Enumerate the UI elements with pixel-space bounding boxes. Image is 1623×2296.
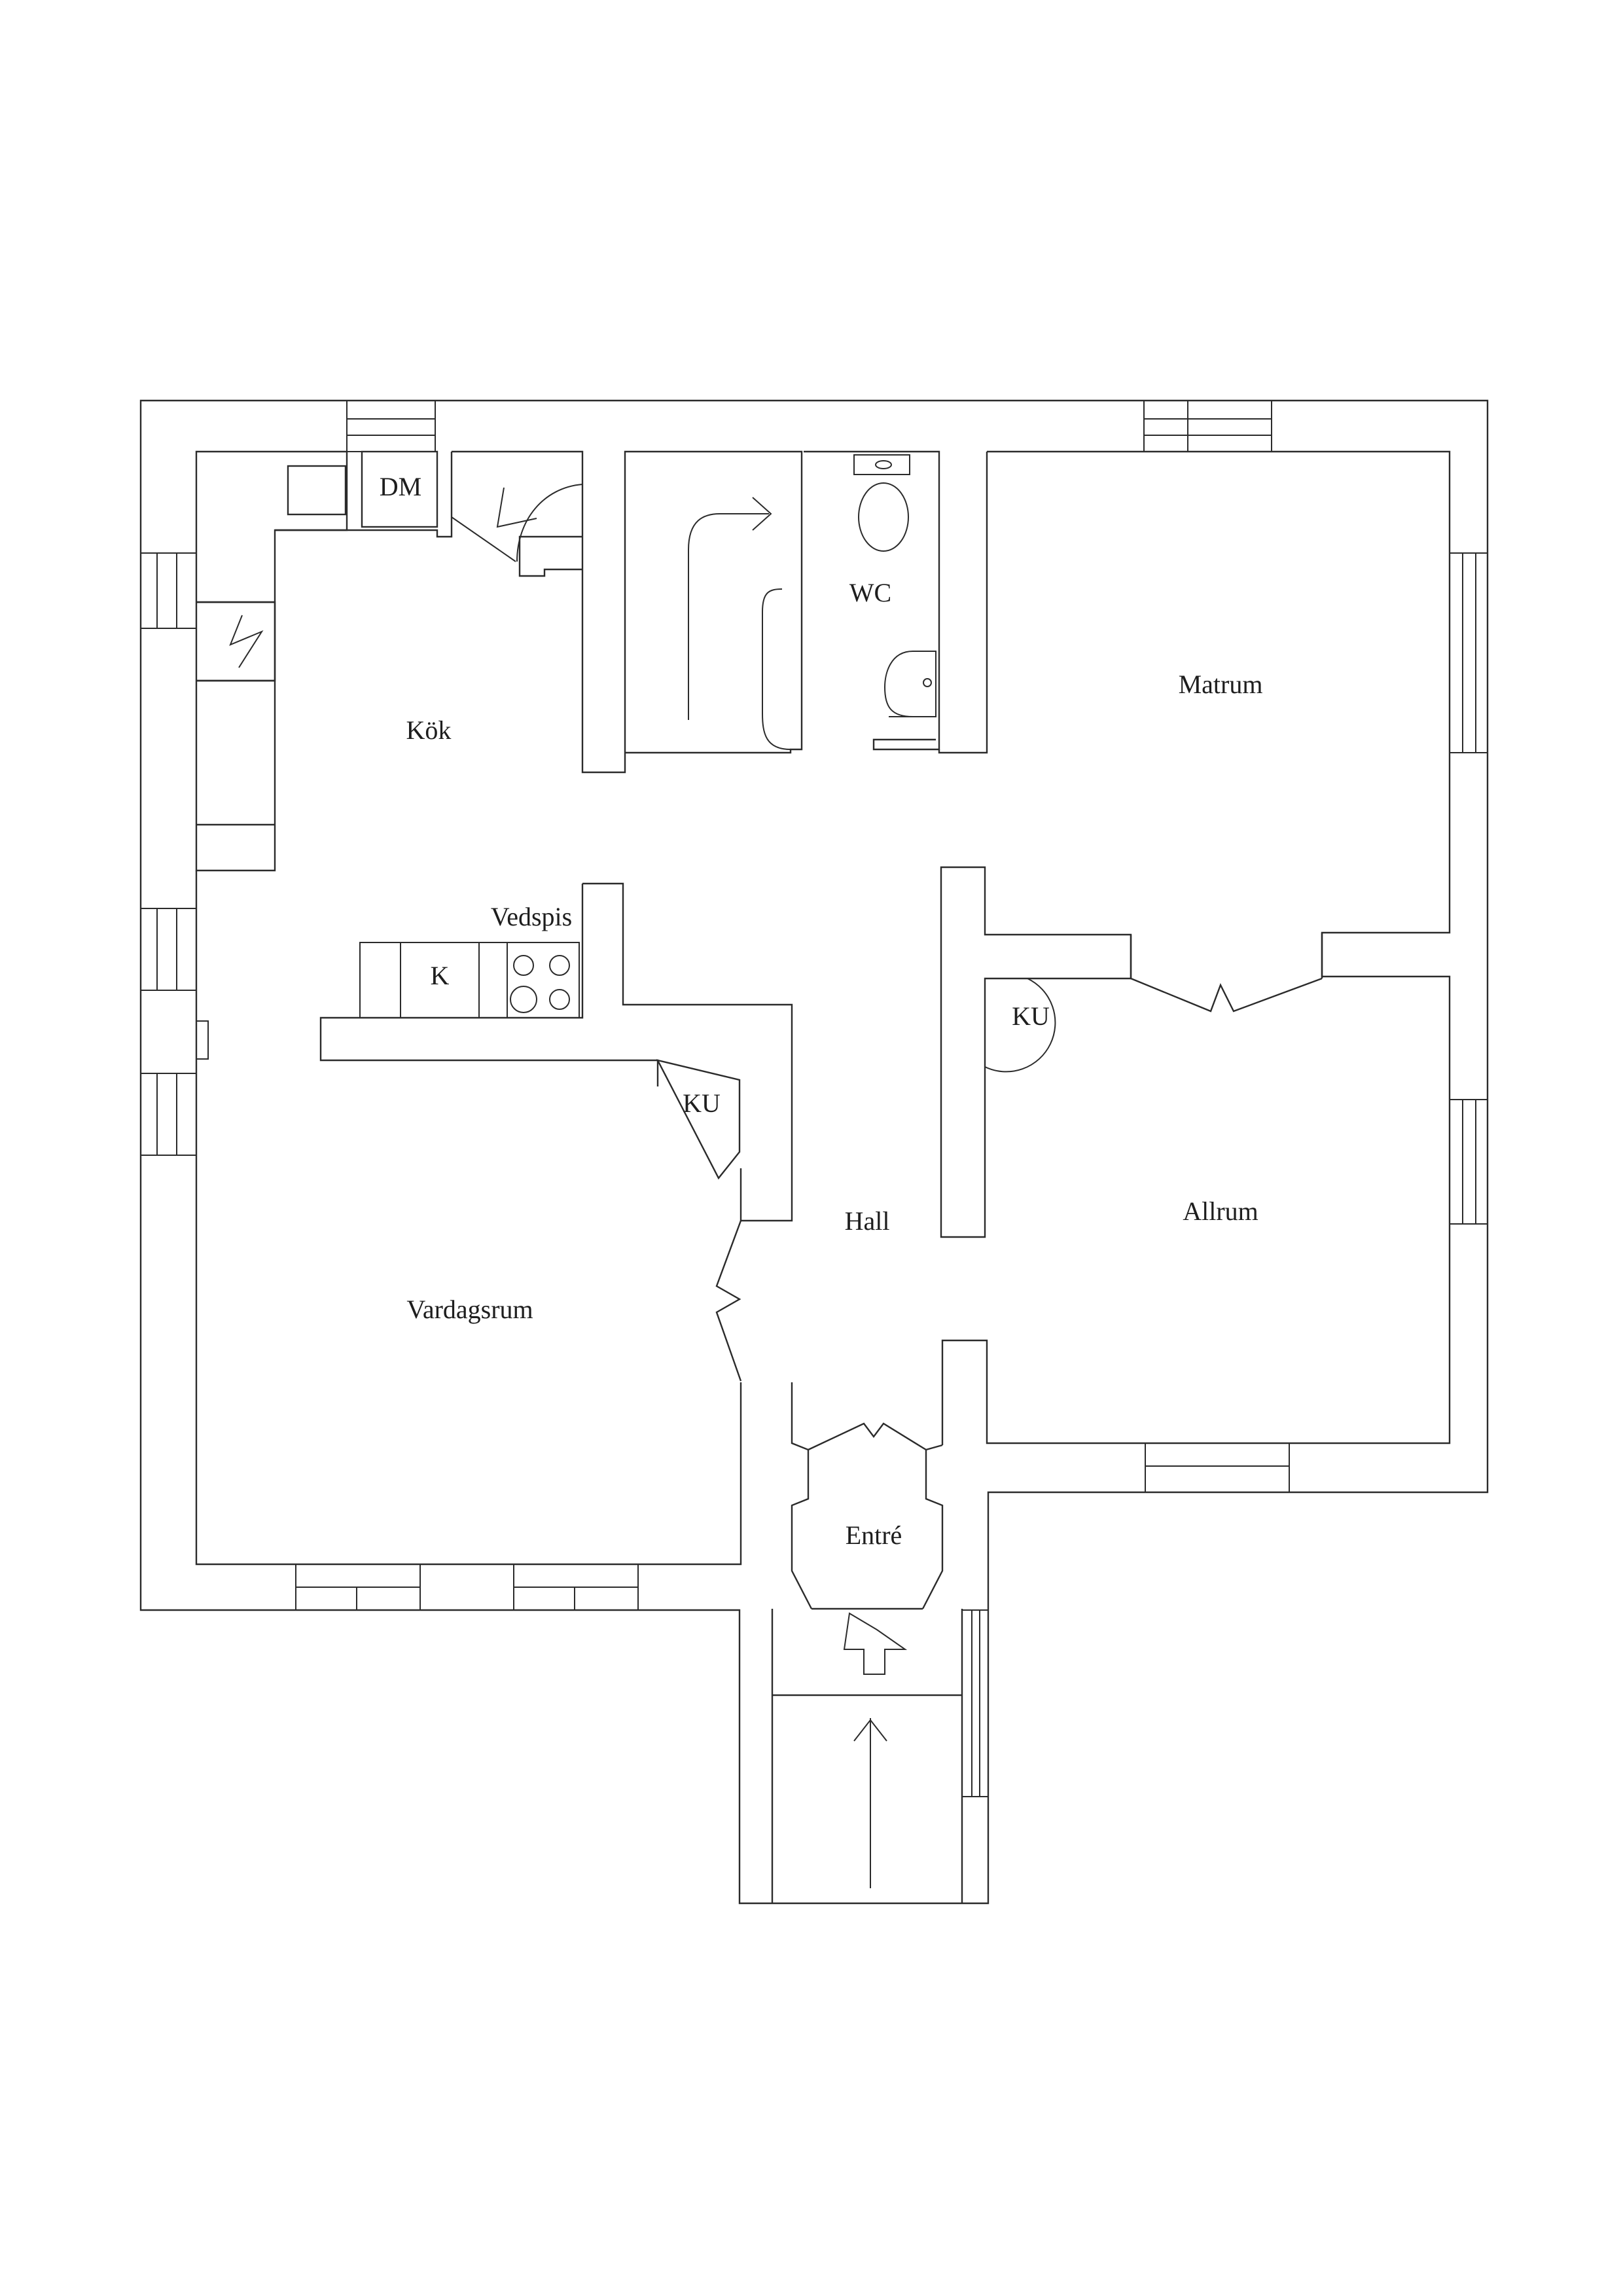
label-k: K xyxy=(431,961,450,990)
kitchen-walls xyxy=(196,450,453,826)
window-entrance xyxy=(961,1609,989,1797)
label-vardagsrum: Vardagsrum xyxy=(406,1295,533,1324)
exterior-walls xyxy=(139,399,1489,1905)
window-bottom-right xyxy=(1145,1443,1290,1493)
label-matrum: Matrum xyxy=(1179,670,1263,699)
label-wc: WC xyxy=(849,578,891,607)
window-left-2 xyxy=(140,908,197,991)
window-right-2 xyxy=(1449,1099,1488,1225)
label-kok: Kök xyxy=(406,715,452,745)
label-allrum: Allrum xyxy=(1183,1196,1258,1226)
chimney-left xyxy=(196,1020,209,1060)
label-entre: Entré xyxy=(846,1520,902,1550)
ku-kitchen-unit xyxy=(656,1059,741,1180)
window-bottom-2 xyxy=(513,1564,639,1611)
window-right-1 xyxy=(1449,552,1488,753)
stairwell xyxy=(451,450,803,774)
ku-hall-unit xyxy=(984,978,1056,1073)
label-vedspis: Vedspis xyxy=(491,902,572,931)
label-dm: DM xyxy=(380,472,421,501)
label-ku-hall: KU xyxy=(1012,1001,1050,1031)
wc-room xyxy=(804,450,988,754)
electric-panel-icon xyxy=(229,615,264,668)
interior-walls xyxy=(582,866,1323,1382)
window-top-right xyxy=(1143,400,1272,452)
label-ku-kitchen: KU xyxy=(683,1088,721,1118)
stove-counter xyxy=(319,884,659,1086)
label-hall: Hall xyxy=(845,1206,890,1236)
window-left-3 xyxy=(140,1073,197,1156)
window-top-left xyxy=(346,400,436,452)
entrance xyxy=(771,1382,963,1903)
window-left-1 xyxy=(140,552,197,629)
room-labels: DM WC Kök Matrum Vedspis K KU KU Hall Al… xyxy=(380,472,1263,1550)
window-bottom-1 xyxy=(295,1564,421,1611)
